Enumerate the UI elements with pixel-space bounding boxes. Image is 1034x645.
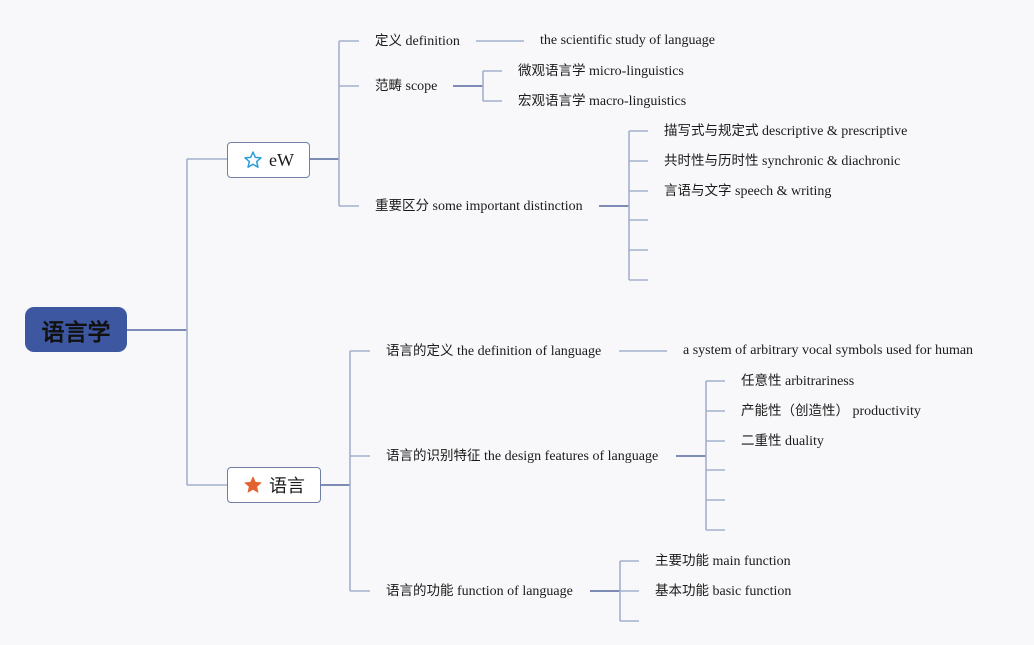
node-label-cjk: 语言的定义 bbox=[386, 343, 454, 359]
branch-node-ew[interactable]: eW bbox=[227, 142, 310, 178]
leaf-node[interactable]: 任意性 arbitrariness bbox=[741, 372, 854, 391]
root-label: 语言学 bbox=[41, 319, 111, 346]
node-label-cjk: 共时性与历时性 bbox=[664, 153, 759, 169]
node-label-en: descriptive & prescriptive bbox=[762, 124, 908, 139]
node-label-en: synchronic & diachronic bbox=[762, 154, 901, 169]
node-label-en: scope bbox=[405, 79, 438, 94]
node-label-en: macro-linguistics bbox=[589, 94, 687, 109]
root-node[interactable]: 语言学 bbox=[25, 307, 127, 352]
node-label-en: speech & writing bbox=[735, 184, 832, 199]
topic-node[interactable]: 语言的识别特征 the design features of language bbox=[386, 447, 658, 466]
node-label-en: function of language bbox=[457, 584, 573, 599]
node-label-cjk: 言语与文字 bbox=[664, 183, 732, 199]
star-filled-icon bbox=[244, 476, 262, 493]
node-label-cjk: 范畴 bbox=[375, 78, 402, 94]
leaf-node[interactable]: 共时性与历时性 synchronic & diachronic bbox=[664, 152, 900, 171]
node-label-en: a system of arbitrary vocal symbols used… bbox=[683, 343, 974, 358]
node-label-cjk: 定义 bbox=[375, 33, 402, 49]
node-label-en: definition bbox=[405, 34, 460, 49]
node-label-en: basic function bbox=[712, 584, 792, 599]
branch-label: 语言 bbox=[269, 476, 305, 497]
topic-node[interactable]: 语言的功能 function of language bbox=[386, 582, 573, 601]
branch-node-language[interactable]: 语言 bbox=[227, 467, 321, 503]
node-label-cjk: 宏观语言学 bbox=[518, 93, 586, 109]
leaf-node[interactable]: 基本功能 basic function bbox=[655, 582, 791, 601]
node-label-en: duality bbox=[785, 434, 824, 449]
node-label-en: arbitrariness bbox=[785, 374, 855, 389]
leaf-node[interactable]: 宏观语言学 macro-linguistics bbox=[518, 92, 686, 111]
leaf-node[interactable]: 二重性 duality bbox=[741, 432, 824, 451]
node-label-cjk: 语言的功能 bbox=[386, 583, 454, 599]
leaf-node[interactable]: 描写式与规定式 descriptive & prescriptive bbox=[664, 122, 907, 141]
node-label-cjk: 主要功能 bbox=[655, 553, 709, 569]
node-label-cjk: 任意性 bbox=[741, 373, 782, 389]
leaf-node[interactable]: 主要功能 main function bbox=[655, 552, 791, 571]
node-label-en: productivity bbox=[852, 404, 921, 419]
node-label-en: micro-linguistics bbox=[589, 64, 684, 79]
node-label-cjk: 描写式与规定式 bbox=[664, 123, 759, 139]
leaf-node[interactable]: 微观语言学 micro-linguistics bbox=[518, 62, 684, 81]
leaf-node[interactable]: a system of arbitrary vocal symbols used… bbox=[683, 342, 973, 360]
node-label-en: the scientific study of language bbox=[540, 33, 715, 48]
node-label-en: some important distinction bbox=[432, 199, 583, 214]
node-label-en: the design features of language bbox=[484, 449, 659, 464]
leaf-node[interactable]: 产能性（创造性） productivity bbox=[741, 402, 921, 421]
node-label-en: main function bbox=[712, 554, 791, 569]
topic-node[interactable]: 语言的定义 the definition of language bbox=[386, 342, 601, 361]
leaf-node[interactable]: the scientific study of language bbox=[540, 32, 715, 50]
node-label-en: the definition of language bbox=[457, 344, 602, 359]
node-label-cjk: 二重性 bbox=[741, 433, 782, 449]
branch-label: eW bbox=[269, 149, 294, 170]
star-outline-icon bbox=[244, 151, 262, 168]
node-label-cjk: 重要区分 bbox=[375, 198, 429, 214]
node-label-cjk: 语言的识别特征 bbox=[386, 448, 481, 464]
topic-node[interactable]: 定义 definition bbox=[375, 32, 460, 51]
node-label-cjk: 基本功能 bbox=[655, 583, 709, 599]
node-label-cjk: 微观语言学 bbox=[518, 63, 586, 79]
node-label-cjk: 产能性（创造性） bbox=[741, 403, 849, 419]
leaf-node[interactable]: 言语与文字 speech & writing bbox=[664, 182, 831, 201]
topic-node[interactable]: 范畴 scope bbox=[375, 77, 437, 96]
topic-node[interactable]: 重要区分 some important distinction bbox=[375, 197, 583, 216]
